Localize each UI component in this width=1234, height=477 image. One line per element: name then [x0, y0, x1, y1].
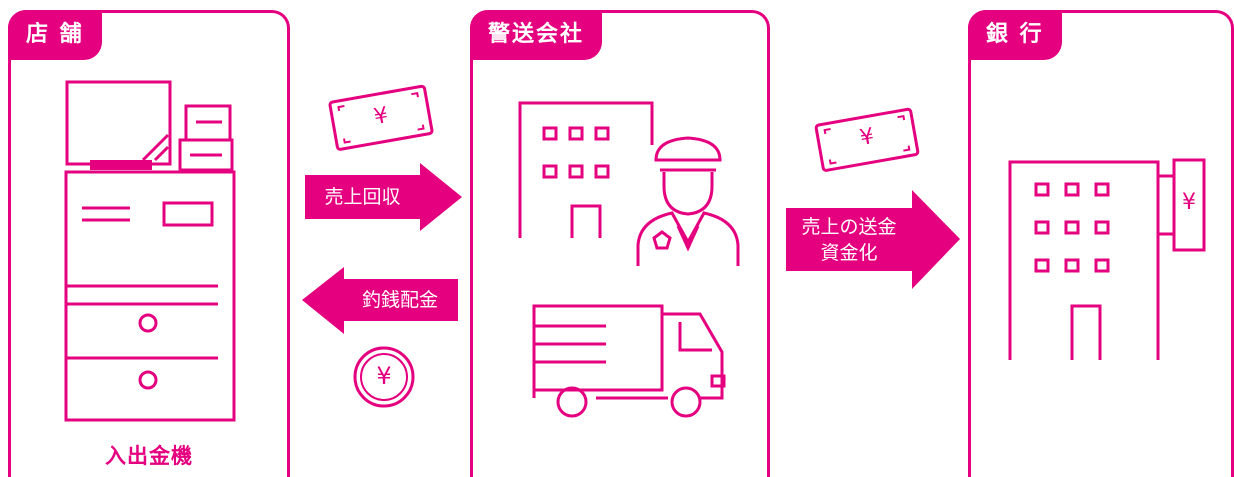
change-arrow-label: 釣銭配金: [361, 289, 438, 311]
bank-panel: 銀 行: [968, 10, 1234, 477]
atm-machine-caption: 入出金機: [105, 444, 193, 468]
bank-panel-title: 銀 行: [968, 10, 1062, 60]
store-panel: 店 舗: [8, 10, 290, 477]
truck-icon: [532, 304, 726, 418]
security-guard-icon: [636, 136, 740, 266]
transfer-arrow-label-line2: 資金化: [820, 242, 878, 264]
security-panel-title: 警送会社: [470, 10, 603, 60]
coin-yen: ¥: [376, 362, 392, 390]
bank-sign-yen: ¥: [1182, 190, 1196, 215]
store-panel-title: 店 舗: [8, 10, 102, 60]
collect-arrow-label: 売上回収: [324, 186, 401, 208]
office-building-icon: [518, 101, 654, 238]
transfer-arrow-label-line1: 売上の送金: [801, 216, 897, 238]
